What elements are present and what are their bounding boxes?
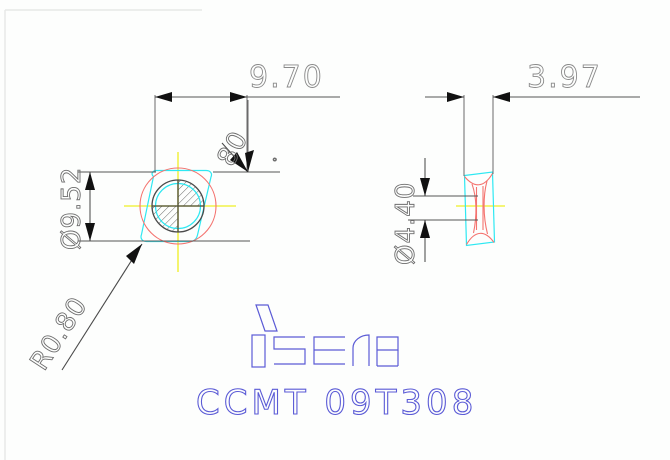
dim-radius-label: R0.80 [25, 292, 94, 376]
side-bore-profile [464, 173, 495, 245]
dim-ic-label: Ø9.52 [57, 167, 87, 250]
dim-radius-r0-80: R0.80 [24, 243, 143, 376]
side-outline [463, 171, 496, 247]
dim-width-label: 9.70 [249, 60, 324, 95]
dim-width-9-70: 9.70 [154, 60, 340, 172]
chipbreaker-profile [139, 167, 217, 245]
iscar-logo [251, 304, 399, 368]
insert-outline [140, 169, 213, 243]
dim-thickness-3-97: 3.97 [425, 60, 640, 176]
dim-ic-9-52: Ø9.52 [57, 166, 250, 250]
dim-bore-label: Ø4.40 [391, 182, 421, 265]
part-number-label: CCMT 09T308 [196, 383, 477, 423]
page-frame [4, 9, 202, 460]
front-view: 9.70 80 ° Ø [24, 60, 340, 376]
dim-angle-80: 80 ° [211, 100, 280, 173]
side-view: 3.97 Ø4.40 [391, 60, 640, 265]
dim-thickness-label: 3.97 [527, 60, 602, 95]
dim-bore-4-40: Ø4.40 [391, 158, 478, 265]
degree-symbol-icon: ° [272, 156, 278, 169]
bore-hole [151, 179, 205, 233]
